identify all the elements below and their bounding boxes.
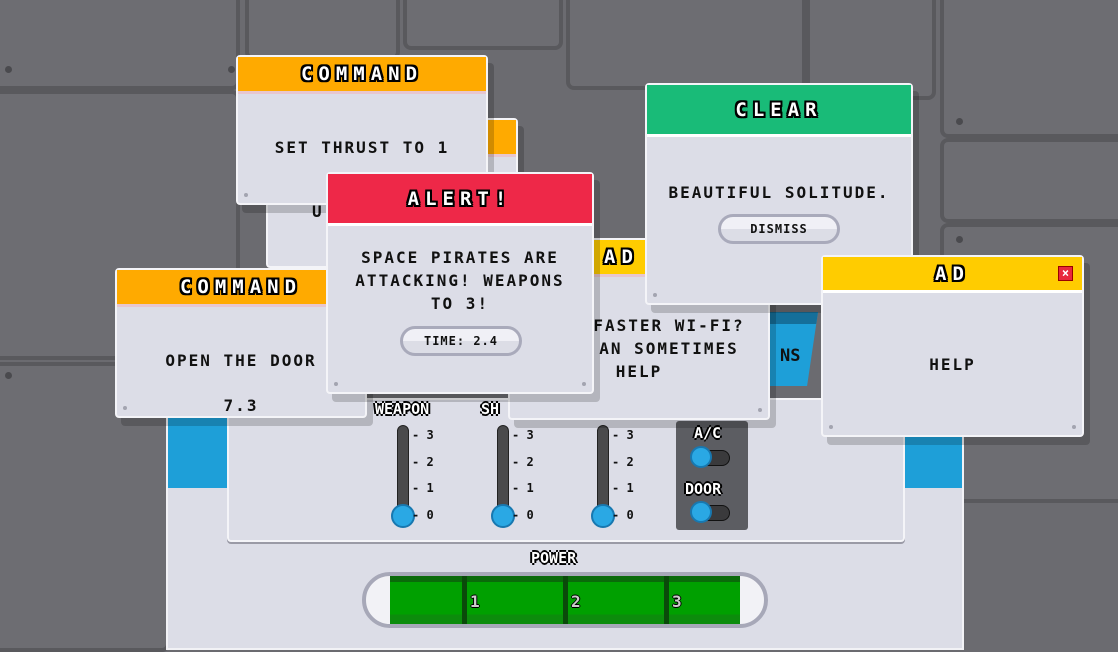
blue-side-bar (168, 412, 228, 488)
rivet (5, 372, 12, 379)
command-window-door: COMMAND OPEN THE DOOR 7.3 (115, 268, 367, 418)
window-title: CLEAR (735, 98, 823, 121)
power-bar[interactable]: 1 2 3 (362, 572, 768, 628)
systems-panel (227, 398, 905, 542)
slider-tick: - 1 (412, 481, 434, 495)
slider-tick: - 3 (612, 428, 634, 442)
window-title: COMMAND (300, 63, 424, 85)
window-message-line: ATTACKING! WEAPONS (355, 271, 565, 290)
window-message-line: AN SOMETIMES (599, 339, 739, 358)
hull-plate (940, 0, 1118, 138)
power-mark: 1 (470, 592, 480, 611)
dismiss-button[interactable]: DISMISS (718, 214, 840, 244)
hull-plate (566, 0, 806, 90)
rivet (5, 66, 12, 73)
ad-window: AD × HELP (821, 255, 1084, 437)
window-message-line: FASTER WI-FI? (593, 316, 745, 335)
slider-knob[interactable] (591, 504, 615, 528)
slider-label-shield: SH (481, 400, 500, 418)
window-message: SET THRUST TO 1 (274, 138, 450, 157)
slider-tick: - 2 (512, 454, 534, 469)
window-message: U (312, 202, 324, 221)
hull-plate (940, 138, 1118, 223)
toggle-label-ac: A/C (694, 424, 722, 442)
slider-tick: - 0 (612, 507, 634, 522)
tab-label: NS (780, 346, 801, 366)
slider-knob[interactable] (391, 504, 415, 528)
toggle-door[interactable] (690, 501, 730, 523)
alert-timer-button[interactable]: TIME: 2.4 (400, 326, 522, 356)
window-message-line: TO 3! (430, 294, 490, 313)
hull-plate (245, 0, 400, 60)
slider-tick: - 0 (412, 507, 434, 522)
rivet (956, 236, 963, 243)
window-message: OPEN THE DOOR (165, 351, 317, 370)
close-icon[interactable]: × (1058, 266, 1073, 281)
rivet (956, 118, 963, 125)
slider-tick: - 1 (612, 481, 634, 495)
alert-window: ALERT! SPACE PIRATES ARE ATTACKING! WEAP… (326, 172, 594, 394)
power-label: POWER (531, 549, 577, 567)
slider-tick: - 2 (412, 454, 434, 469)
toggle-label-door: DOOR (685, 480, 722, 498)
slider-tick: - 0 (512, 507, 534, 522)
window-message: BEAUTIFUL SOLITUDE. (668, 183, 890, 202)
command-timer: 7.3 (223, 396, 259, 415)
window-message-line: HELP (615, 362, 663, 381)
window-title: COMMAND (179, 276, 303, 298)
slider-tick: - 1 (512, 481, 534, 495)
hull-plate (0, 0, 240, 90)
slider-label-weapon: WEAPON (375, 400, 430, 418)
power-mark: 2 (571, 592, 581, 611)
slider-knob[interactable] (491, 504, 515, 528)
window-message: HELP (929, 355, 976, 374)
window-title: AD (935, 262, 970, 285)
hull-plate (403, 0, 563, 50)
window-message-line: SPACE PIRATES ARE (361, 248, 559, 267)
slider-tick: - 3 (512, 428, 534, 442)
slider-tick: - 3 (412, 428, 434, 442)
power-mark: 3 (672, 592, 682, 611)
power-fill: 1 2 3 (390, 576, 740, 624)
window-title: ALERT! (407, 187, 513, 210)
slider-tick: - 2 (612, 454, 634, 469)
toggle-ac[interactable] (690, 446, 730, 468)
rivet (228, 66, 235, 73)
window-title: AD (604, 246, 639, 268)
